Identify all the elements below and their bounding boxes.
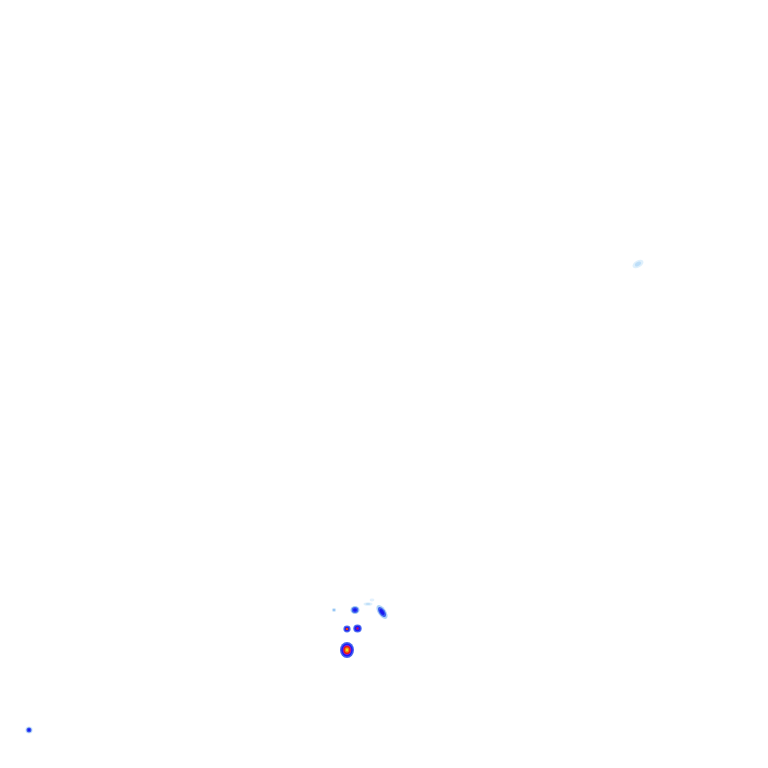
southwest-blue-echo[interactable] — [22, 723, 35, 736]
faint-north-wisp[interactable] — [367, 595, 378, 605]
primary-convective-core[interactable] — [337, 639, 357, 661]
small-ringed-echo-right[interactable] — [350, 622, 364, 636]
far-northeast-faint-echo[interactable] — [629, 258, 647, 271]
faint-west-wisp[interactable] — [329, 605, 339, 615]
